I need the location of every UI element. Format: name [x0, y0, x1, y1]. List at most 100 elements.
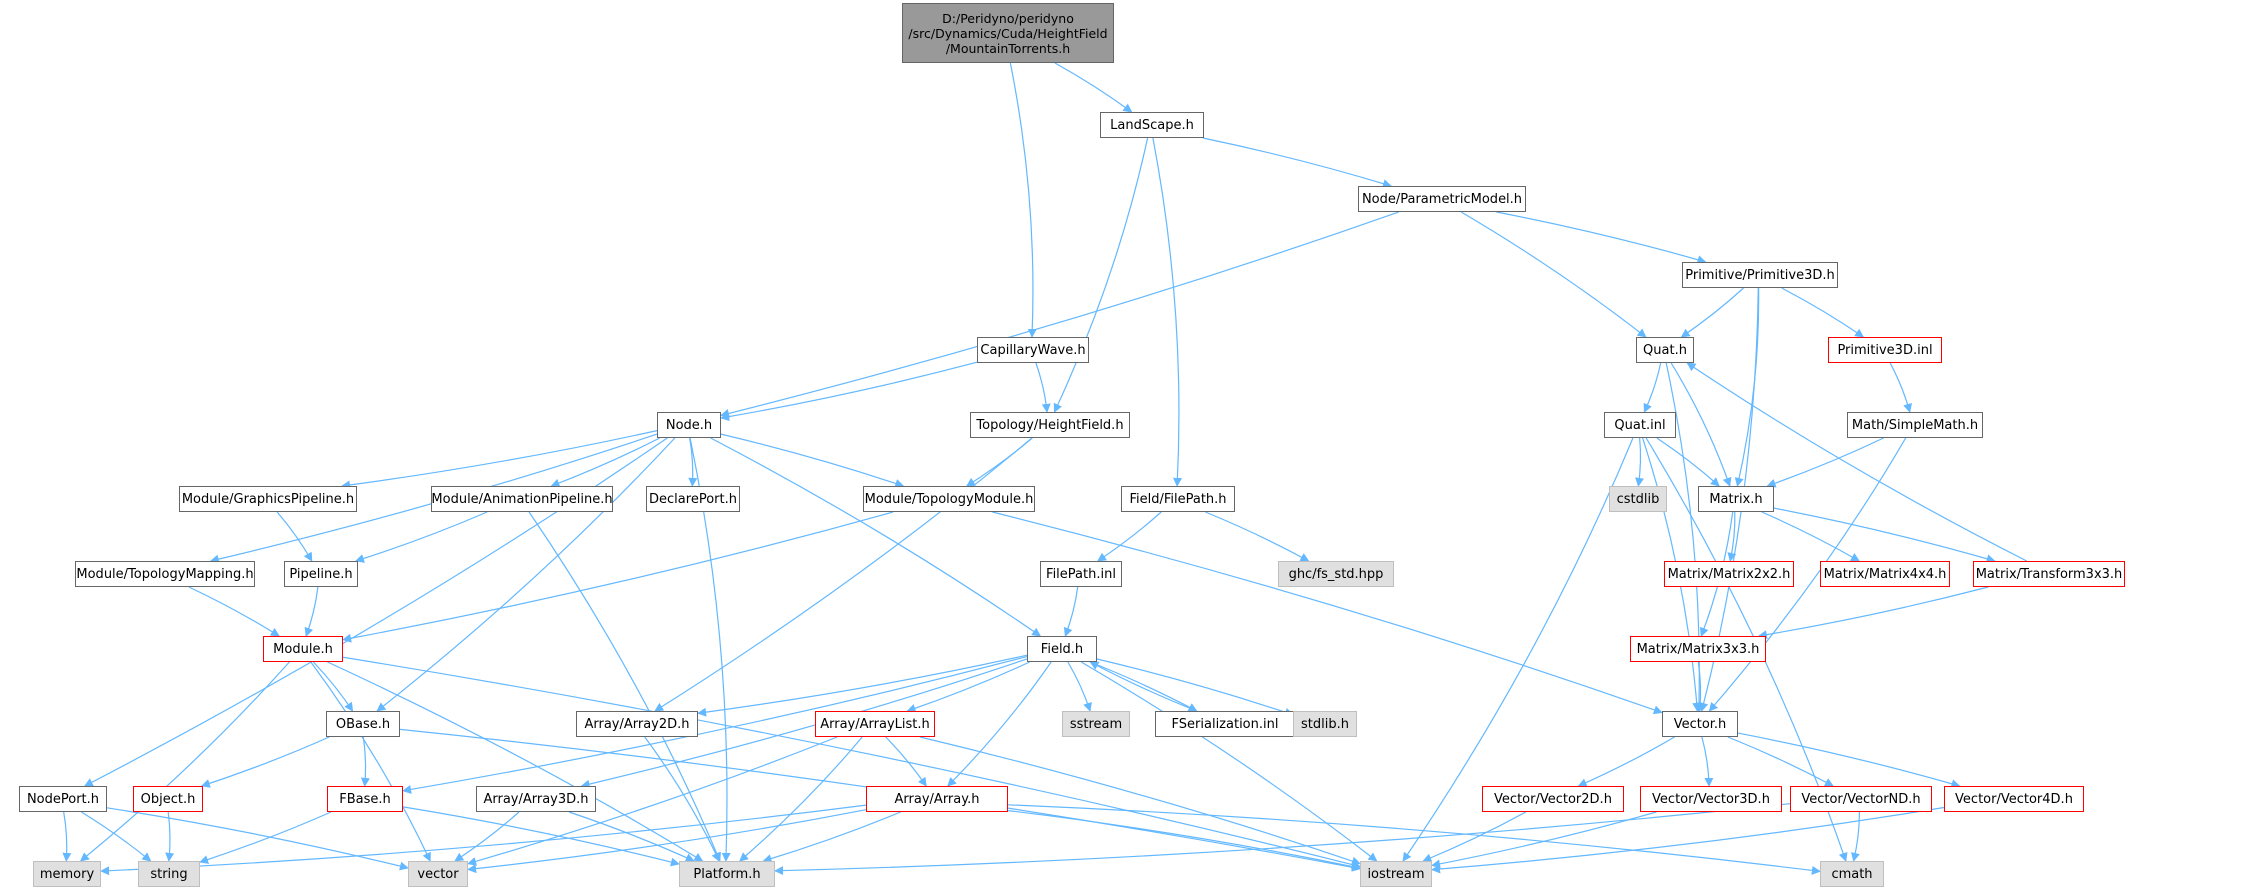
edge-filepath_inl-to-field [1063, 586, 1079, 637]
edge-field-to-stdlib [1096, 658, 1294, 717]
edge-filepath_h-to-filepath_inl [1097, 511, 1162, 562]
node-array2d[interactable]: Array/Array2D.h [576, 711, 698, 737]
node-pipeline[interactable]: Pipeline.h [284, 561, 358, 587]
node-arraylist[interactable]: Array/ArrayList.h [815, 711, 935, 737]
edge-topomodule-to-vector_h [992, 511, 1663, 715]
edge-field-to-fserial [1090, 661, 1198, 712]
edge-node-to-topomodule [720, 433, 905, 488]
node-ghc-fs-std[interactable]: ghc/fs_std.hpp [1278, 561, 1394, 587]
edge-fbase-to-string [199, 811, 332, 864]
node-graphics-pipeline[interactable]: Module/GraphicsPipeline.h [179, 486, 357, 512]
edge-array-to-iostream [1007, 810, 1361, 871]
node-quat-inl[interactable]: Quat.inl [1604, 412, 1676, 438]
edge-topomapping-to-module [188, 586, 280, 637]
node-topology-mapping[interactable]: Module/TopologyMapping.h [75, 561, 255, 587]
node-array3d[interactable]: Array/Array3D.h [476, 786, 596, 812]
node-topology-module[interactable]: Module/TopologyModule.h [863, 486, 1035, 512]
node-quat-h[interactable]: Quat.h [1636, 337, 1694, 363]
node-root-mountaintorrents[interactable]: D:/Peridyno/peridyno /src/Dynamics/Cuda/… [902, 3, 1114, 63]
node-field-h[interactable]: Field.h [1027, 636, 1097, 662]
edge-field-to-fbase [402, 655, 1028, 794]
edge-animation-to-pipeline [354, 511, 488, 563]
node-capillary-wave[interactable]: CapillaryWave.h [977, 337, 1089, 363]
node-obase[interactable]: OBase.h [326, 711, 400, 737]
node-matrix2x2[interactable]: Matrix/Matrix2x2.h [1664, 561, 1794, 587]
node-transform3x3[interactable]: Matrix/Transform3x3.h [1973, 561, 2125, 587]
node-declare-port[interactable]: DeclarePort.h [646, 486, 740, 512]
node-primitive3d[interactable]: Primitive/Primitive3D.h [1682, 262, 1838, 288]
node-vector-h[interactable]: Vector.h [1662, 711, 1738, 737]
edge-field-to-iostream [1080, 661, 1378, 862]
edge-prim_inl-to-simplemath [1889, 362, 1912, 413]
edge-filepath_h-to-ghc [1205, 511, 1310, 562]
edge-heightfield-to-array2d [654, 437, 1033, 712]
edge-arraylist-to-vector [467, 736, 838, 866]
edge-quat_inl-to-iostream [1402, 437, 1634, 862]
edge-parametric-to-quat [1460, 211, 1647, 338]
edge-object-to-string [165, 811, 175, 862]
edge-root-to-landscape [1054, 62, 1133, 113]
node-stdlib[interactable]: stdlib.h [1293, 711, 1357, 737]
edge-vnd-to-cmath [1851, 811, 1861, 862]
node-array-h[interactable]: Array/Array.h [866, 786, 1008, 812]
edge-quat-to-matrix [1670, 362, 1732, 487]
node-landscape[interactable]: LandScape.h [1100, 112, 1204, 138]
edge-landscape-to-heightfield [1053, 137, 1149, 413]
edge-obase-to-object [200, 736, 330, 788]
edge-vnd-to-platform [774, 803, 1791, 876]
edges-layer [62, 62, 2027, 876]
edge-matrix-to-t3x3 [1773, 507, 1996, 564]
node-memory[interactable]: memory [33, 861, 101, 887]
node-matrix-h[interactable]: Matrix.h [1698, 486, 1774, 512]
node-fserialization[interactable]: FSerialization.inl [1155, 711, 1295, 737]
node-string[interactable]: string [138, 861, 200, 887]
node-vector3d[interactable]: Vector/Vector3D.h [1640, 786, 1782, 812]
node-simple-math[interactable]: Math/SimpleMath.h [1847, 412, 1983, 438]
edge-nodeport-to-memory [62, 811, 72, 862]
edge-vector_h-to-vnd [1727, 736, 1834, 787]
node-platform[interactable]: Platform.h [679, 861, 775, 887]
edge-animation-to-platform [528, 511, 721, 862]
edge-node-to-obase [376, 437, 676, 712]
node-cstdlib[interactable]: cstdlib [1609, 486, 1667, 512]
edge-obase-to-fbase [360, 736, 370, 787]
node-vectornd[interactable]: Vector/VectorND.h [1790, 786, 1932, 812]
node-vector4d[interactable]: Vector/Vector4D.h [1944, 786, 2084, 812]
edge-v2d-to-iostream [1422, 811, 1527, 863]
edge-quat-to-quat_inl [1643, 362, 1662, 413]
node-matrix4x4[interactable]: Matrix/Matrix4x4.h [1820, 561, 1950, 587]
edge-nodeport-to-string [81, 811, 152, 862]
edge-vector_h-to-v3d [1701, 736, 1714, 787]
node-cmath[interactable]: cmath [1820, 861, 1884, 887]
edge-fbase-to-platform [402, 806, 680, 867]
node-fbase[interactable]: FBase.h [327, 786, 403, 812]
edge-vector_h-to-v2d [1577, 736, 1675, 787]
node-filepath-h[interactable]: Field/FilePath.h [1121, 486, 1235, 512]
node-sstream[interactable]: sstream [1062, 711, 1130, 737]
node-vector2d[interactable]: Vector/Vector2D.h [1482, 786, 1624, 812]
node-std-vector[interactable]: vector [408, 861, 468, 887]
edge-array-to-vector [467, 809, 867, 874]
node-node-h[interactable]: Node.h [657, 412, 721, 438]
edge-array3d-to-platform [568, 811, 695, 862]
node-nodeport[interactable]: NodePort.h [19, 786, 107, 812]
edge-simplemath-to-vector_h [1708, 437, 1907, 712]
node-module-h[interactable]: Module.h [263, 636, 343, 662]
node-filepath-inl[interactable]: FilePath.inl [1040, 561, 1122, 587]
node-object-h[interactable]: Object.h [133, 786, 203, 812]
node-primitive3d-inl[interactable]: Primitive3D.inl [1828, 337, 1942, 363]
edge-landscape-to-parametric [1202, 137, 1392, 188]
edge-node-to-field [710, 437, 1042, 637]
node-iostream[interactable]: iostream [1360, 861, 1432, 887]
node-height-field[interactable]: Topology/HeightField.h [970, 412, 1130, 438]
edge-nodeport-to-vector [106, 807, 409, 871]
node-animation-pipeline[interactable]: Module/AnimationPipeline.h [431, 486, 613, 512]
edge-capillary-to-heightfield [1035, 362, 1051, 413]
edge-arraylist-to-iostream [920, 736, 1361, 866]
node-matrix3x3[interactable]: Matrix/Matrix3x3.h [1630, 636, 1766, 662]
edge-array3d-to-vector [454, 811, 520, 862]
edge-arraylist-to-array [885, 736, 927, 787]
edge-module-to-vector [310, 661, 431, 862]
edge-node-to-animation [550, 437, 660, 488]
node-parametric-model[interactable]: Node/ParametricModel.h [1358, 186, 1526, 212]
